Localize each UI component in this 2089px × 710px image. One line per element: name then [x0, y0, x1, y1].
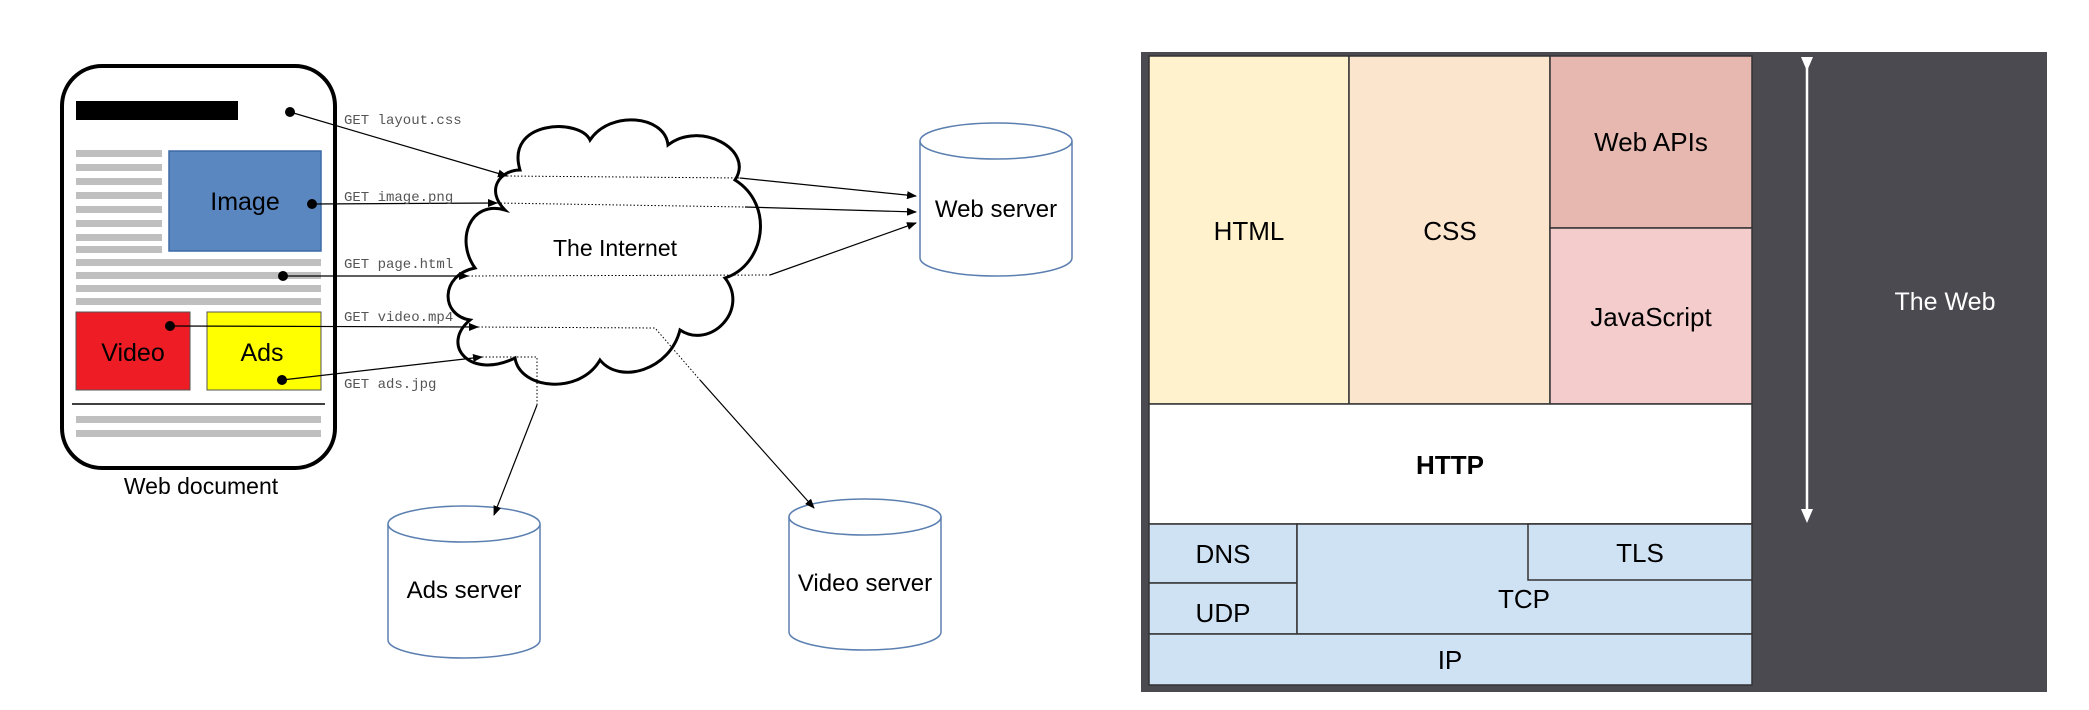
web-stack: HTML CSS Web APIs JavaScript HTTP DNS UD… [1141, 52, 2047, 692]
request-label-page-html: GET page.html [344, 257, 453, 273]
http-label: HTTP [1416, 450, 1484, 480]
tls-block [1527, 523, 1753, 581]
tcp-label: TCP [1498, 584, 1550, 614]
ip-label: IP [1438, 645, 1463, 675]
video-server: Video server [788, 498, 942, 651]
html-label: HTML [1214, 216, 1285, 246]
request-label-video-mp4: GET video.mp4 [344, 310, 453, 326]
web-apis-block [1549, 55, 1753, 229]
dotted-routes [467, 175, 771, 405]
udp-label: UDP [1196, 598, 1251, 628]
html-block [1148, 55, 1350, 405]
video-server-label: Video server [798, 570, 932, 597]
cloud-shape [446, 118, 762, 386]
document-frame [60, 64, 337, 470]
web-server-label: Web server [935, 196, 1057, 223]
document-caption: Web document [124, 473, 279, 499]
request-label-ads-jpg: GET ads.jpg [344, 377, 436, 393]
request-label-layout-css: GET layout.css [344, 113, 462, 129]
ads-server: Ads server [387, 505, 541, 659]
web-document: Image Video Ads Web document [60, 64, 337, 499]
text-lines-left [76, 150, 321, 437]
video-label: Video [101, 339, 165, 367]
dns-block [1148, 523, 1298, 584]
tls-label: TLS [1616, 538, 1664, 568]
request-label-image-png: GET image.png [344, 190, 453, 206]
title-bar [76, 101, 238, 120]
javascript-block [1549, 227, 1753, 405]
ads-label: Ads [240, 339, 283, 367]
internet-cloud: The Internet [446, 118, 762, 386]
ads-block [206, 311, 322, 391]
http-block [1148, 403, 1753, 525]
ip-block [1148, 633, 1753, 686]
response-arrows [493, 177, 917, 516]
image-label: Image [210, 188, 279, 216]
web-server: Web server [919, 122, 1073, 277]
ads-server-label: Ads server [407, 577, 522, 604]
cloud-label: The Internet [553, 235, 678, 261]
css-label: CSS [1423, 216, 1476, 246]
css-block [1348, 55, 1551, 405]
udp-block [1148, 582, 1298, 635]
javascript-label: JavaScript [1590, 302, 1712, 332]
image-block [168, 150, 322, 252]
the-web-label: The Web [1895, 288, 1996, 316]
web-apis-label: Web APIs [1594, 127, 1708, 157]
request-arrows [165, 107, 508, 385]
dns-label: DNS [1196, 539, 1251, 569]
